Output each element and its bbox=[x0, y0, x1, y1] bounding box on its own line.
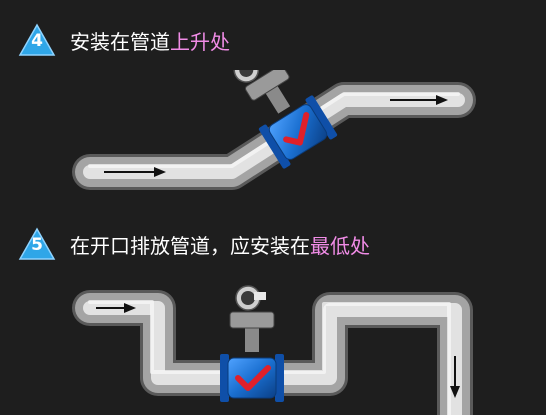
step-text: 在开口排放管道，应安装在 bbox=[70, 233, 310, 258]
step-text: 安装在管道 bbox=[70, 29, 170, 54]
step-badge: 4 bbox=[18, 23, 56, 57]
flow-arrow-icon bbox=[104, 167, 166, 177]
step-5-heading: 5 在开口排放管道，应安装在最低处 bbox=[18, 226, 370, 262]
step-highlight: 上升处 bbox=[170, 29, 230, 54]
step-number: 5 bbox=[31, 235, 43, 255]
flow-arrow-icon bbox=[96, 303, 136, 313]
pipe bbox=[72, 290, 473, 415]
step-highlight: 最低处 bbox=[310, 233, 370, 258]
lowest-point-pipe-diagram bbox=[72, 285, 473, 415]
step-number: 4 bbox=[31, 31, 43, 51]
check-mark-icon bbox=[283, 112, 310, 146]
triangle-badge-icon bbox=[18, 23, 56, 56]
step-badge: 5 bbox=[18, 227, 56, 261]
triangle-badge-icon bbox=[18, 227, 56, 260]
step-4-heading: 4 安装在管道上升处 bbox=[18, 22, 230, 58]
check-mark-icon bbox=[235, 365, 271, 391]
rising-pipe-diagram bbox=[72, 70, 476, 190]
flow-arrow-icon bbox=[450, 356, 460, 398]
flow-arrow-icon bbox=[390, 95, 448, 105]
flowmeter-icon bbox=[233, 70, 338, 169]
flowmeter-icon bbox=[220, 285, 284, 402]
